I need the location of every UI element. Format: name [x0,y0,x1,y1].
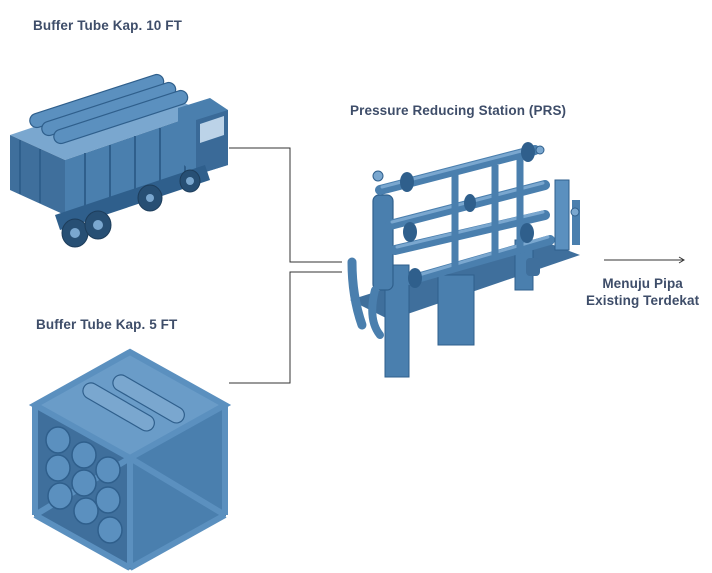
truck-label: Buffer Tube Kap. 10 FT [33,18,182,33]
destination-label: Menuju Pipa Existing Terdekat [586,275,699,309]
destination-label-line1: Menuju Pipa [602,276,683,291]
connector-lines [229,147,342,384]
truck-icon [10,73,228,248]
pressure-reducing-station-icon [347,142,580,378]
connector-truck-to-prs [229,147,342,263]
connector-cage-to-prs [229,271,342,384]
cage-label: Buffer Tube Kap. 5 FT [36,317,178,332]
arrow-right-icon [604,256,685,264]
prs-label: Pressure Reducing Station (PRS) [350,103,567,118]
buffer-tube-cage-icon [28,348,232,571]
destination-label-line2: Existing Terdekat [586,293,700,308]
